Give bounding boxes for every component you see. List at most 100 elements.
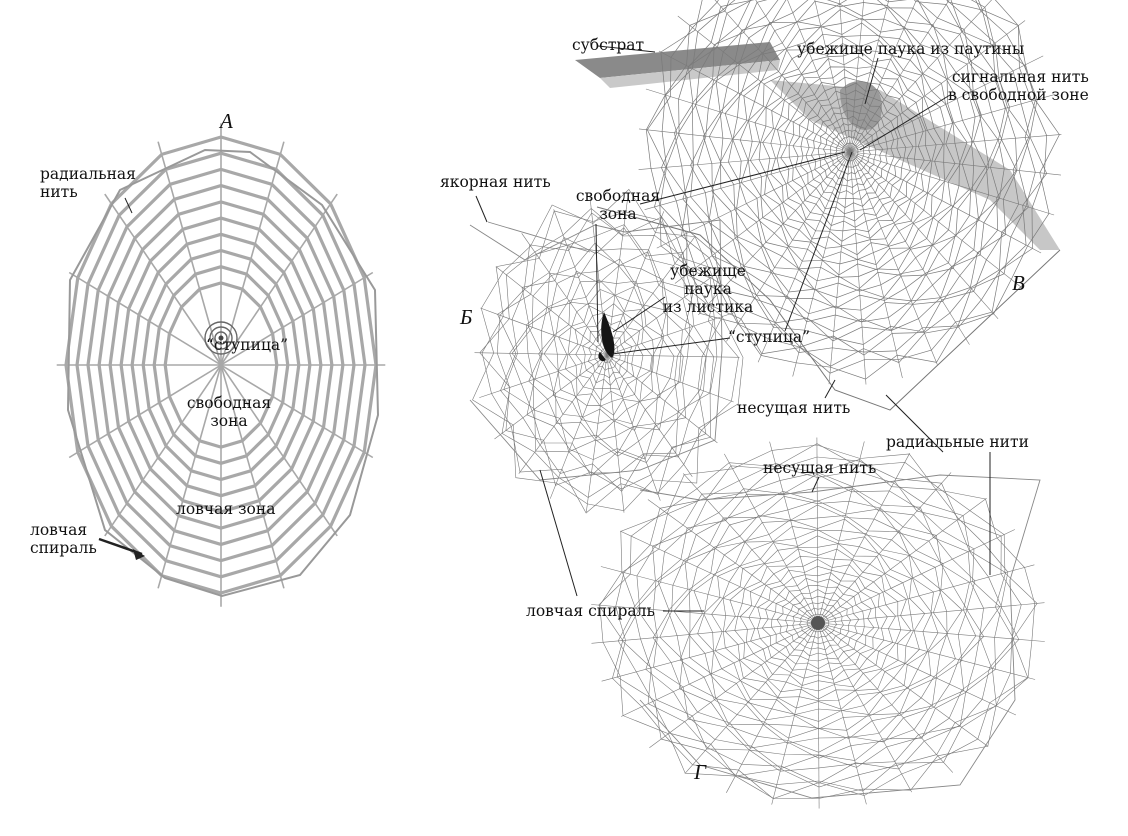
photo-v-radial-thread [849,134,1062,153]
photo-g-radial-thread [621,622,819,717]
photo-g-radial-thread [591,604,819,624]
photo-b-radial-thread [474,352,608,356]
photo-v-bridge-thread [596,206,1061,411]
photo-v-radial-thread [849,151,1062,176]
diagram-frame-thread [66,148,380,598]
photo-b-anchor-thread [487,221,591,253]
label-capture-zone-a: ловчая зона [176,500,276,518]
diagram-radial-thread [68,271,222,366]
photo-v-radial-thread [849,151,1023,289]
hub-g [811,616,825,630]
photo-g-radial-thread [769,441,819,624]
photo-g-radial-thread [649,622,819,749]
photo-g-radial-thread [817,622,912,793]
photo-g-radial-thread [647,499,819,624]
panel-label-a: А [220,109,233,133]
diagram-radial-thread [220,141,285,366]
photo-g-radial-thread [726,622,819,793]
label-free-zone-a-line2: зона [210,412,248,430]
photo-g-radial-thread [817,602,1045,624]
leaf-retreat-shape [601,312,615,358]
label-signal-thread-line2: в свободной зоне [948,86,1089,104]
photo-v-radial-thread [677,15,851,153]
label-free-zone-a: свободная зона [182,394,276,430]
photo-v-radial-thread [849,0,890,153]
photo-v-radial-thread [849,151,999,319]
photo-b-frame-thread [469,219,723,481]
photo-g-radial-thread [817,622,867,805]
photo-web-g-lines [591,437,1045,809]
photo-g-radial-thread [817,472,952,624]
photo-web-b-lines [469,188,744,514]
photo-b-radial-thread [496,266,608,356]
photo-v-radial-thread [849,151,1042,254]
photo-b-radial-thread [606,354,734,403]
photo-b-radial-thread [586,354,608,513]
photo-v-radial-thread [849,94,1056,153]
photo-b-radial-thread [606,354,740,358]
diagram-radial-thread [157,364,222,589]
diagram-radial-thread [157,141,222,366]
leader-hub-v [784,151,853,332]
leader-radial-a [124,197,133,214]
diagram-hub-ring [214,331,228,345]
substrate-branch [575,42,780,78]
leader-bridge-g [811,476,820,493]
panel-label-v: В [1012,271,1025,295]
label-anchor-thread: якорная нить [440,173,551,191]
photo-v-radial-thread [755,0,851,153]
diagram-radial-thread [104,193,222,366]
photo-g-radial-thread [817,453,910,624]
photo-b-radial-thread [479,354,608,398]
label-signal-thread-line1: сигнальная нить [951,68,1089,86]
photo-v-radial-thread [674,151,851,284]
label-capture-spiral-a-line1: ловчая [30,521,88,539]
spider-icon [598,352,606,362]
label-web-retreat: убежище паука из паутины [797,40,1025,58]
leader-signal [859,94,951,151]
panel-label-g: Г [694,760,706,784]
diagram-radial-thread [220,364,338,537]
diagram-hub-ring [209,326,233,350]
photo-v-radial-thread [849,151,867,385]
photo-b-radial-thread [521,233,608,356]
photo-v-radial-thread [839,0,851,153]
photo-v-radial-thread [849,0,865,153]
photo-b-radial-thread [606,354,718,444]
photo-v-radial-thread [757,151,851,363]
label-radial-thread: радиальная нить [40,165,136,201]
leader-web-retreat [864,57,879,105]
photo-g-radial-thread [817,529,1015,624]
photo-v-radial-thread [828,151,851,385]
photo-g-radial-thread [600,566,819,624]
photo-b-radial-thread [480,307,608,356]
photo-v-radial-thread [849,151,1055,216]
photo-g-radial-thread [724,453,819,624]
label-capture-spiral-a-line2: спираль [30,539,97,557]
label-capture-spiral-photo: ловчая спираль [526,602,655,620]
photo-b-radial-thread [606,354,693,477]
photo-g-radial-thread [817,564,1035,624]
label-capture-spiral-a: ловчая спираль [30,521,97,557]
diagram-radial-thread [220,364,285,589]
photo-v-radial-thread [644,151,851,210]
label-hub-photo: “ступица” [728,328,811,346]
photo-b-radial-thread [606,354,661,501]
photo-v-radial-thread [787,0,851,153]
photo-v-radial-thread [849,0,917,153]
photo-g-radial-thread [591,622,819,644]
photo-v-radial-thread [658,50,851,153]
label-leaf-retreat: убежище паука из листика [660,262,756,316]
photo-b-radial-thread [518,354,608,474]
label-leaf-retreat-line3: из листика [662,298,754,316]
label-free-zone-photo: свободная зона [570,187,666,223]
photo-v-radial-thread [849,0,992,153]
leader-free-zone-b [595,223,599,343]
photo-v-radial-thread [849,151,938,365]
photo-v-radial-thread [726,151,851,342]
leader-anchor [475,195,488,223]
photo-v-radial-thread [698,151,851,316]
label-leaf-retreat-line1: убежище [670,262,746,280]
label-substrate: субстрат [572,36,645,54]
photo-v-radial-thread [849,0,950,153]
